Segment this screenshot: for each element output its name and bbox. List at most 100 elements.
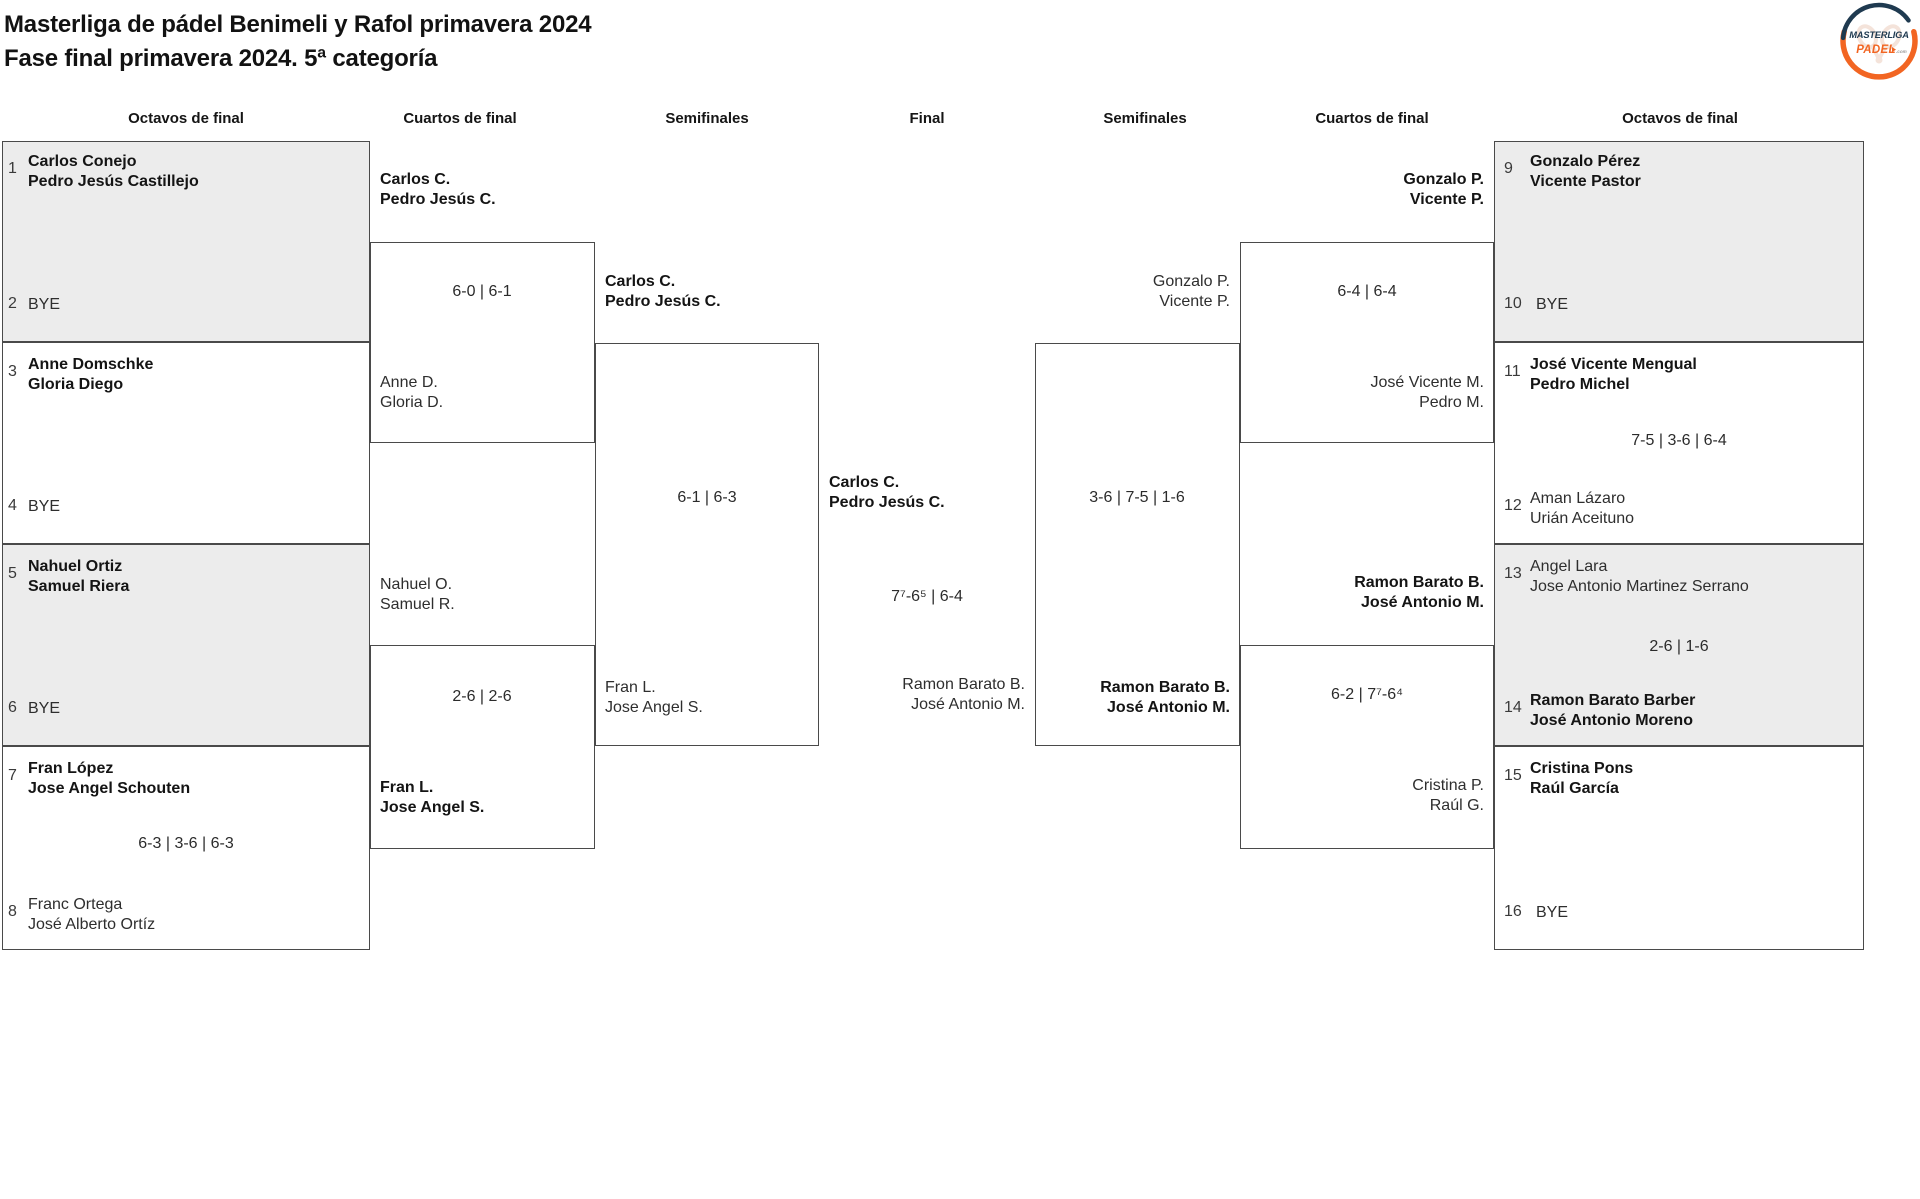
match-box-sf-right [1035,343,1240,746]
team-entry-7: Fran López Jose Angel Schouten [28,759,190,799]
match-box-r16-5 [1494,141,1864,342]
player-name: Raúl García [1530,780,1619,797]
player-name: Jose Angel Schouten [28,780,191,797]
qf-right1-score: 6-4 | 6-4 [1337,283,1397,300]
seed-number-5: 5 [8,565,17,582]
sf-left-bottom-team: Fran L. Jose Angel S. [605,678,703,718]
team-entry-1: Carlos Conejo Pedro Jesús Castillejo [28,152,199,192]
player-name: Nahuel O. [380,576,453,593]
player-name: Aman Lázaro [1530,490,1626,507]
player-name: Pedro Jesús C. [380,191,496,208]
player-name: Fran L. [605,679,656,696]
seed-number-6: 6 [8,699,17,716]
player-name: José Alberto Ortíz [28,916,156,933]
seed-number-2: 2 [8,295,17,312]
match-box-qf-right2 [1240,645,1494,849]
masterliga-padel-logo: MASTERLIGA PADEL .com [1840,2,1918,80]
player-name: Cristina Pons [1530,760,1634,777]
final-score: 7⁷-6⁵ | 6-4 [891,588,963,605]
match-box-sf-left [595,343,819,746]
player-name: Cristina P. [1412,777,1484,794]
svg-text:MASTERLIGA: MASTERLIGA [1849,30,1909,40]
match-box-qf-left1 [370,242,595,443]
seed-number-15: 15 [1504,767,1522,784]
player-name: Jose Antonio Martinez Serrano [1530,578,1749,595]
match-box-r16-1 [2,141,370,342]
sf-right-top-team: Gonzalo P. Vicente P. [930,272,1230,312]
player-name: Samuel R. [380,596,455,613]
player-name: BYE [28,700,61,717]
seed-number-13: 13 [1504,565,1522,582]
player-name: Angel Lara [1530,558,1608,575]
round-header-semifinales-left: Semifinales [665,110,749,127]
match-box-r16-4 [2,746,370,950]
player-name: Anne D. [380,374,438,391]
round-header-octavos-left: Octavos de final [128,110,244,127]
team-entry-8: Franc Ortega José Alberto Ortíz [28,895,155,935]
player-name: Jose Angel S. [380,799,485,816]
player-name: Gonzalo Pérez [1530,153,1641,170]
seed-number-10: 10 [1504,295,1522,312]
player-name: BYE [28,296,61,313]
player-name: Fran López [28,760,114,777]
player-name: Carlos C. [829,474,900,491]
match-score-r16-4: 6-3 | 3-6 | 6-3 [138,835,234,852]
round-header-semifinales-right: Semifinales [1103,110,1187,127]
team-entry-13: Angel Lara Jose Antonio Martinez Serrano [1530,557,1749,597]
qf-left1-bottom-team: Anne D. Gloria D. [380,373,443,413]
player-name: Jose Angel S. [605,699,703,716]
qf-left1-score: 6-0 | 6-1 [452,283,512,300]
player-name: Ramon Barato B. [1100,679,1230,696]
player-name: Pedro M. [1419,394,1484,411]
svg-text:PADEL: PADEL [1856,44,1896,56]
seed-number-3: 3 [8,363,17,380]
player-name: Gonzalo P. [1403,171,1484,188]
team-entry-2: BYE [28,295,60,315]
round-header-final: Final [909,110,945,127]
player-name: Urián Aceituno [1530,510,1635,527]
team-entry-12: Aman Lázaro Urián Aceituno [1530,489,1634,529]
player-name: Fran L. [380,779,434,796]
seed-number-14: 14 [1504,699,1522,716]
match-box-qf-right1 [1240,242,1494,443]
seed-number-7: 7 [8,767,17,784]
qf-left2-score: 2-6 | 2-6 [452,688,512,705]
qf-left2-bottom-team: Fran L. Jose Angel S. [380,778,484,818]
team-entry-5: Nahuel Ortiz Samuel Riera [28,557,129,597]
player-name: José Vicente M. [1370,374,1484,391]
player-name: Anne Domschke [28,356,154,373]
sf-right-score: 3-6 | 7-5 | 1-6 [1089,489,1185,506]
player-name: Gloria D. [380,394,444,411]
player-name: Ramon Barato Barber [1530,692,1696,709]
player-name: BYE [28,498,61,515]
match-box-r16-3 [2,544,370,746]
seed-number-11: 11 [1504,363,1521,380]
qf-left1-top-team: Carlos C. Pedro Jesús C. [380,170,496,210]
player-name: Carlos Conejo [28,153,137,170]
team-entry-15: Cristina Pons Raúl García [1530,759,1633,799]
qf-right1-bottom-team: José Vicente M. Pedro M. [1184,373,1484,413]
sf-right-bottom-team: Ramon Barato B. José Antonio M. [930,678,1230,718]
player-name: Samuel Riera [28,578,130,595]
player-name: Vicente P. [1159,293,1230,310]
player-name: BYE [1536,296,1569,313]
team-entry-6: BYE [28,699,60,719]
player-name: José Antonio M. [911,696,1025,713]
round-header-cuartos-left: Cuartos de final [403,110,517,127]
seed-number-12: 12 [1504,497,1522,514]
team-entry-4: BYE [28,497,60,517]
player-name: Pedro Jesús Castillejo [28,173,199,190]
player-name: José Antonio Moreno [1530,712,1693,729]
player-name: BYE [1536,904,1569,921]
player-name: Pedro Jesús C. [605,293,721,310]
seed-number-4: 4 [8,497,17,514]
player-name: Pedro Michel [1530,376,1630,393]
seed-number-8: 8 [8,903,17,920]
round-header-octavos-right: Octavos de final [1622,110,1738,127]
player-name: Carlos C. [605,273,676,290]
sf-left-score: 6-1 | 6-3 [677,489,737,506]
seed-number-1: 1 [8,160,17,177]
player-name: Franc Ortega [28,896,123,913]
qf-right1-top-team: Gonzalo P. Vicente P. [1184,170,1484,210]
